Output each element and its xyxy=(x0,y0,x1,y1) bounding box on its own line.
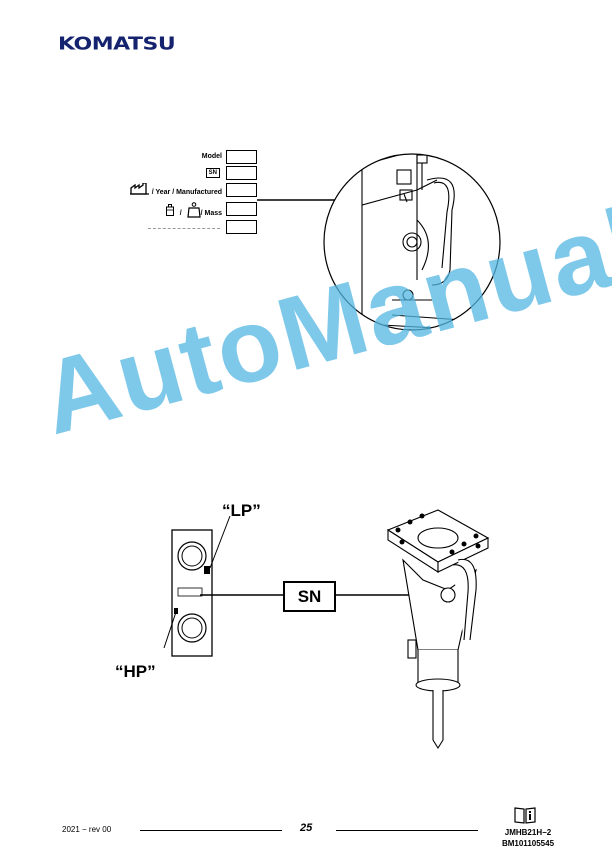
komatsu-logo: KOMATSU xyxy=(58,34,176,55)
model-label-text: Model xyxy=(201,153,222,160)
nameplate-mass-box xyxy=(226,202,257,216)
mass-label-text: / Mass xyxy=(200,209,222,217)
footer-date-revision: 2021 − rev 00 xyxy=(62,825,112,834)
nameplate-model-label: Model xyxy=(110,150,222,164)
breaker-detail-illustration xyxy=(323,153,501,331)
sn-callout-box: SN xyxy=(283,581,336,612)
nameplate-year-label: / Year / Manufactured xyxy=(110,182,222,197)
footer-rule-right xyxy=(336,830,478,831)
nameplate-sn-box xyxy=(226,166,257,180)
page-number: 25 xyxy=(300,822,313,834)
factory-icon xyxy=(129,182,150,201)
nameplate-year-box xyxy=(226,183,257,197)
doc-code-primary: JMHB21H−2 xyxy=(504,828,552,837)
footer-rule-left xyxy=(140,830,282,831)
nameplate-sn-label: SN xyxy=(110,166,222,180)
manual-info-icon xyxy=(514,806,536,829)
sn-icon: SN xyxy=(205,168,220,178)
hydraulic-hammer-illustration xyxy=(386,509,490,750)
weight-icon xyxy=(186,202,201,224)
watermark-text: AutoManual xyxy=(29,185,612,458)
nameplate-mass-label: / / Mass xyxy=(110,202,222,218)
nameplate-extra-box xyxy=(226,220,257,234)
valve-block-illustration xyxy=(163,515,231,657)
year-manufactured-text: / Year / Manufactured xyxy=(151,188,222,196)
doc-code-secondary: BM101105545 xyxy=(501,839,555,848)
nameplate-model-box xyxy=(226,150,257,164)
oil-can-icon xyxy=(165,204,175,222)
nameplate-dashed-row xyxy=(148,228,220,229)
lp-port-label: “LP” xyxy=(222,501,261,520)
hp-port-label: “HP” xyxy=(115,662,156,681)
